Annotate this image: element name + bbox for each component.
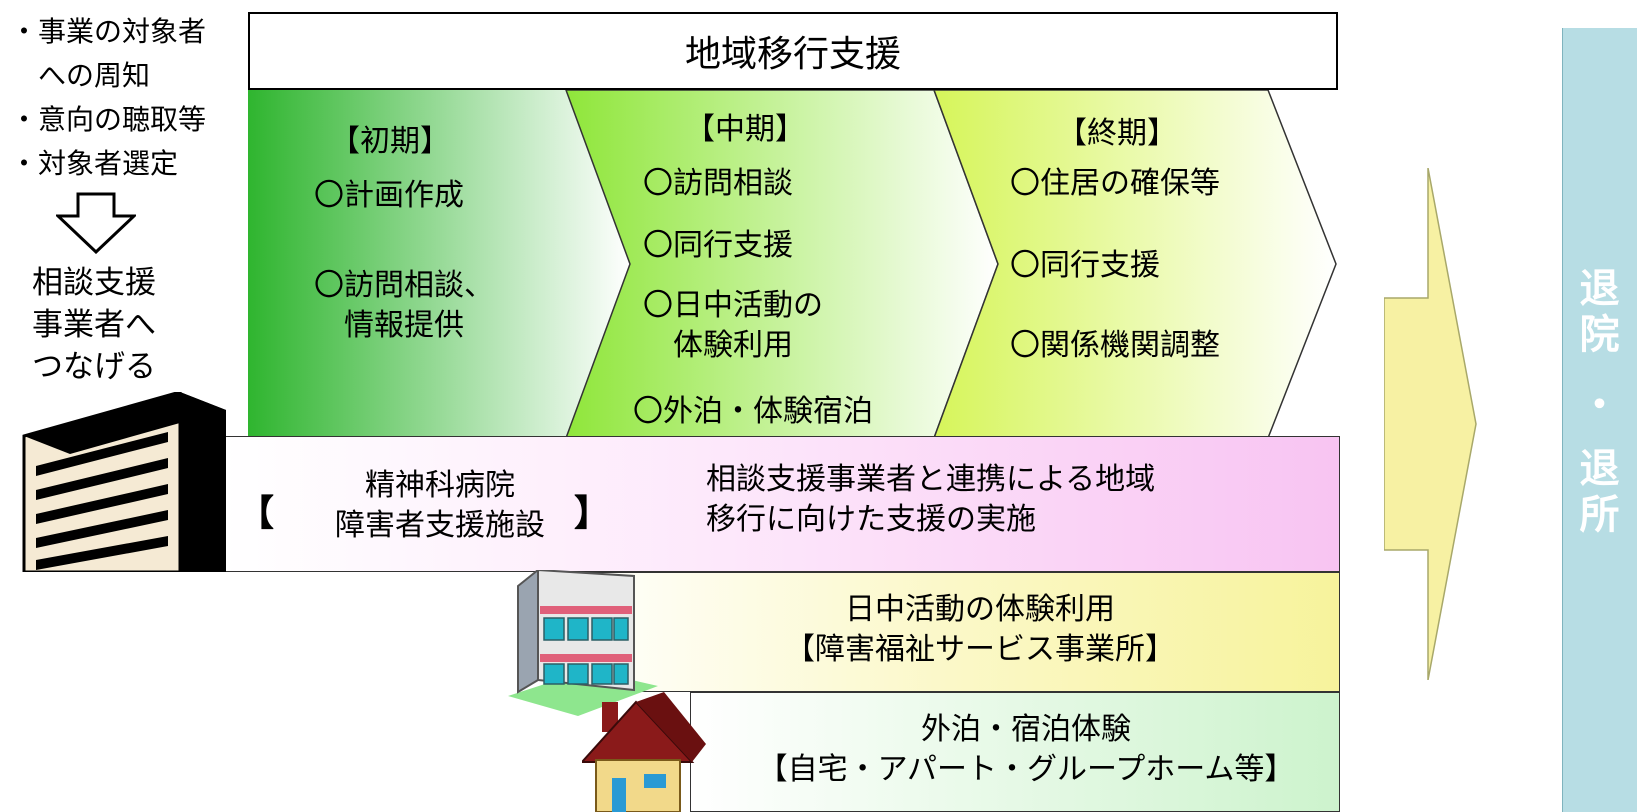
connect-text: 相談支援 事業者へ つなげる [32, 265, 156, 385]
hospital-band [222, 436, 1340, 572]
selection-bullet: ・対象者選定 [10, 147, 179, 180]
phase-late-label: 【終期】 [1057, 116, 1177, 151]
phase-middle-item: 〇日中活動の 体験利用 [643, 288, 823, 363]
phase-middle-item: 〇訪問相談 [643, 166, 793, 201]
bracket-close: 】 [574, 493, 611, 534]
intent-bullet: ・意向の聴取等 [10, 103, 207, 136]
phase-late-shape [933, 90, 1337, 438]
phase-early-shape [248, 90, 630, 438]
house-icon [582, 692, 706, 812]
phase-middle-item: 〇外泊・体験宿泊 [633, 394, 873, 429]
stay-text: 外泊・宿泊体験 【自宅・アパート・グループホーム等】 [757, 712, 1295, 787]
discharge-facility-label: 退 所 [1579, 446, 1620, 538]
phase-late-item: 〇住居の確保等 [1010, 166, 1220, 201]
building-icon [22, 392, 226, 572]
phase-early-item: 〇訪問相談、 情報提供 [314, 268, 494, 343]
day-activity-text: 日中活動の体験利用 【障害福祉サービス事業所】 [785, 592, 1175, 667]
bracket-open: 【 [238, 493, 275, 534]
phase-early-item: 〇計画作成 [314, 178, 464, 213]
right-arrow-icon [1384, 168, 1477, 680]
day-activity-band [560, 572, 1340, 692]
discharge-hospital-label: 退 院 [1579, 266, 1620, 358]
phase-middle-shape [565, 90, 999, 438]
down-arrow-icon [56, 192, 136, 254]
hospital-description: 相談支援事業者と連携による地域 移行に向けた支援の実施 [706, 462, 1156, 537]
phase-late-item: 〇同行支援 [1010, 248, 1160, 283]
diagram-title: 地域移行支援 [248, 12, 1338, 90]
office-building-icon [508, 570, 658, 716]
facility-text: 精神科病院 障害者支援施設 [335, 468, 545, 543]
notice-bullet: ・事業の対象者 への周知 [10, 15, 207, 92]
phase-early-label: 【初期】 [330, 124, 450, 159]
phase-middle-item: 〇同行支援 [643, 228, 793, 263]
phase-late-item: 〇関係機関調整 [1010, 328, 1220, 363]
discharge-separator: ・ [1579, 382, 1620, 428]
stay-band [690, 692, 1340, 812]
phase-middle-label: 【中期】 [685, 112, 805, 147]
discharge-column [1562, 28, 1637, 812]
phase-chevrons [248, 90, 1337, 438]
